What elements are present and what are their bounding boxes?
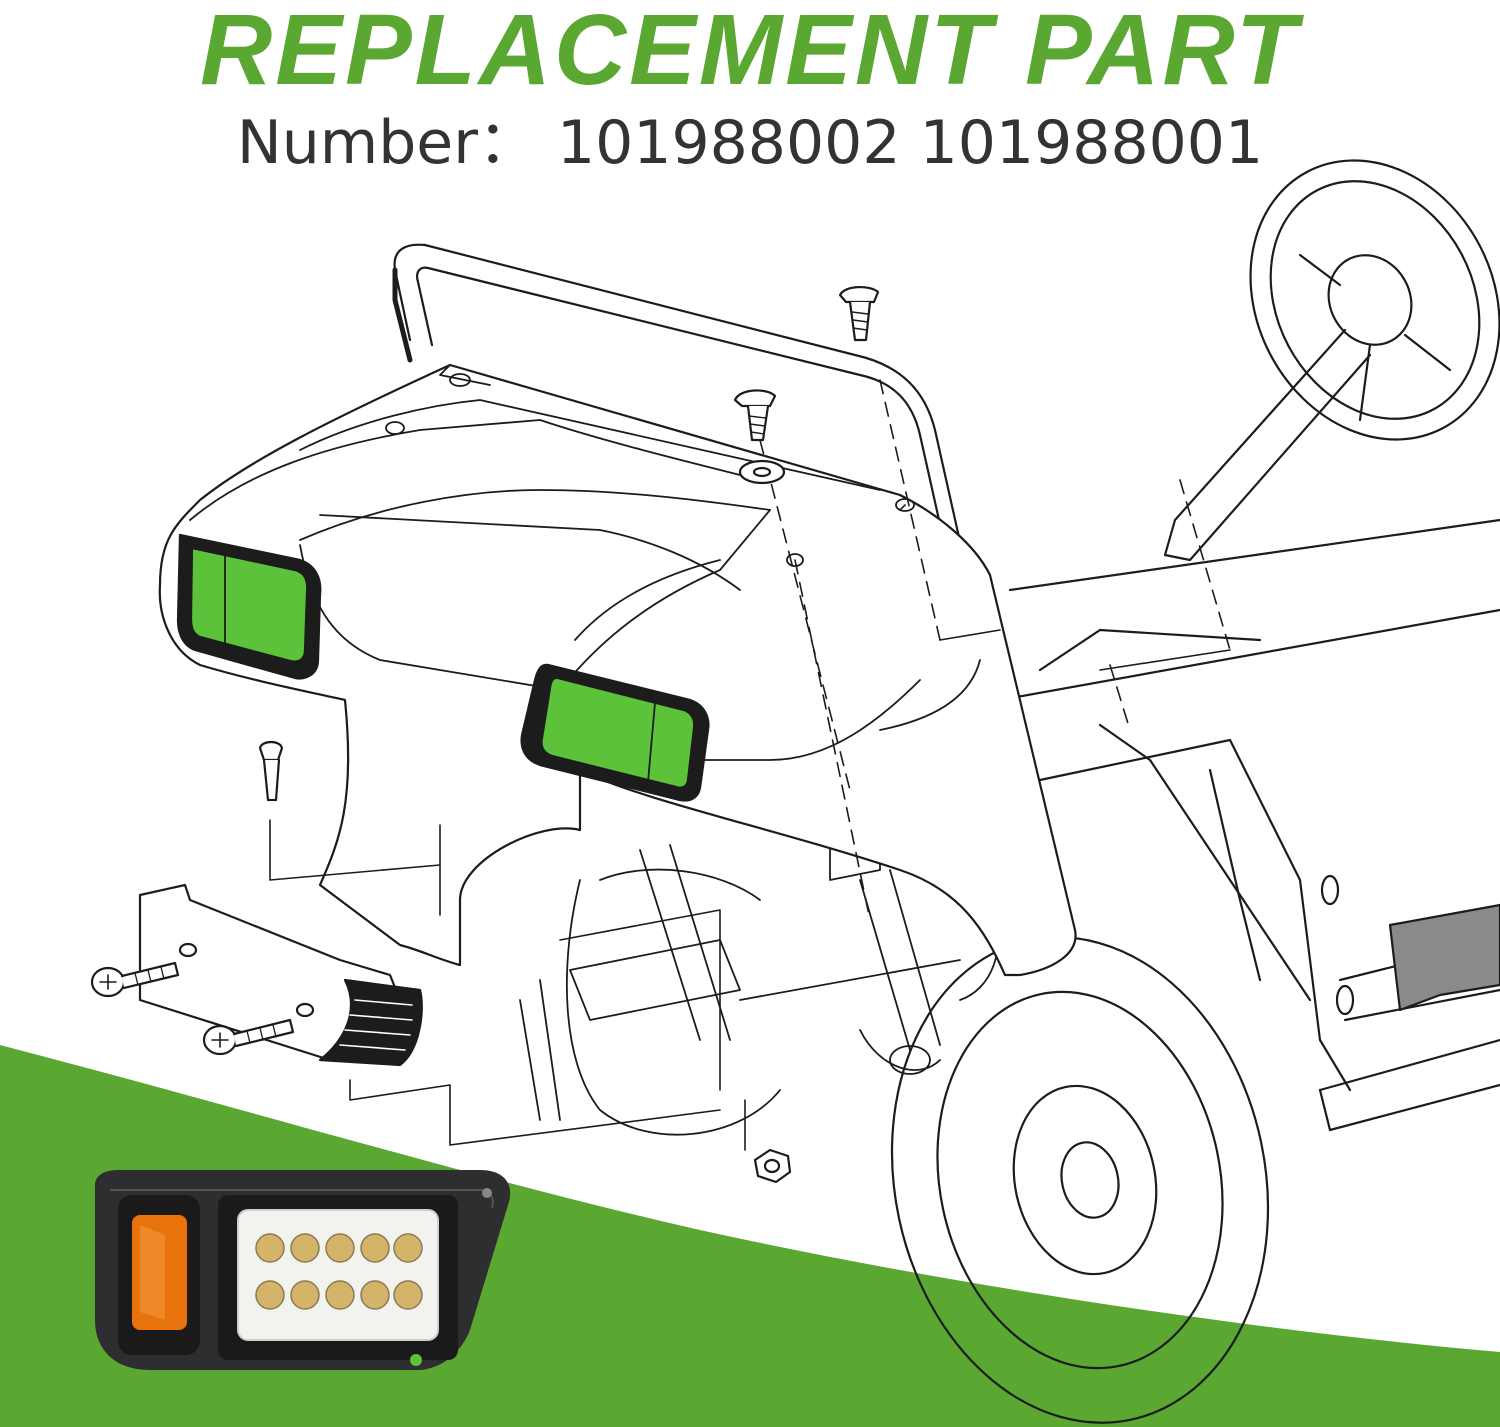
led-lamp-lens xyxy=(237,1209,439,1341)
cowl-body xyxy=(158,363,1077,977)
led-emitters xyxy=(255,1233,423,1310)
steering-wheel xyxy=(1249,159,1500,441)
green-indicator xyxy=(410,1354,422,1366)
nut xyxy=(753,1148,792,1184)
page-title: REPLACEMENT PART xyxy=(200,0,1300,106)
leader-lines xyxy=(269,504,1231,1151)
floor-mat xyxy=(1388,903,1500,1012)
cart-frame xyxy=(998,518,1500,1132)
lower-bracket-trim xyxy=(318,978,423,1067)
steering-column xyxy=(1163,328,1372,562)
screw-right xyxy=(202,1018,295,1056)
left-headlight-lens xyxy=(189,546,309,663)
push-rivet xyxy=(258,740,284,802)
screw-left xyxy=(90,961,180,998)
led-headlight-assembly xyxy=(95,1170,511,1370)
assembly-lines xyxy=(759,379,1231,921)
right-headlight-lens xyxy=(540,676,696,789)
bolt-top xyxy=(838,286,880,342)
bolt-middle xyxy=(733,389,786,485)
part-number-line: Number： 101988002 101988001 xyxy=(236,108,1264,178)
